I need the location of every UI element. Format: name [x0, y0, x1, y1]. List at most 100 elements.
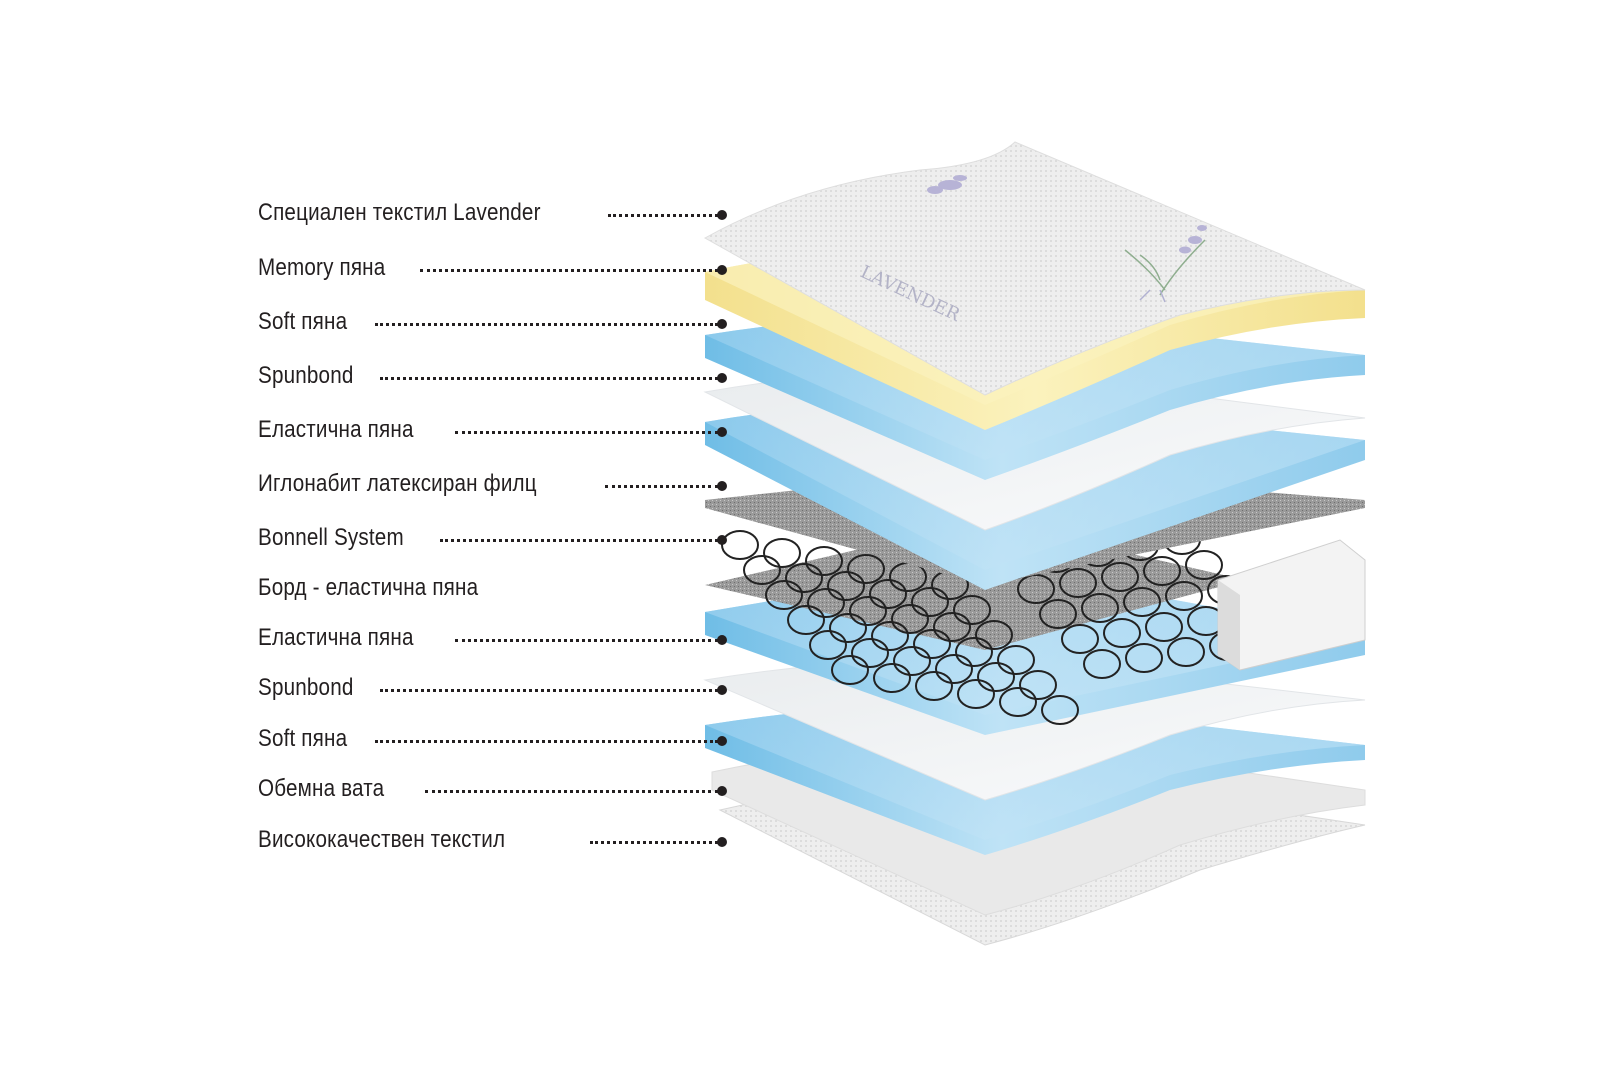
spring-coil [975, 620, 1013, 650]
layer-label-text: Soft пяна [258, 308, 348, 335]
spring-coil [957, 679, 995, 709]
leader-line [375, 323, 718, 326]
layer-label-elastic-foam: Еластична пяна [258, 415, 439, 445]
spring-coil [1019, 670, 1057, 700]
layer-label-lavender-textile: Специален текстил Lavender [258, 198, 587, 228]
leader-dot-icon [717, 210, 727, 220]
layer-label-text: Soft пяна [258, 725, 348, 752]
spring-coil [1101, 562, 1139, 592]
spring-coil [999, 687, 1037, 717]
spring-coil [869, 579, 907, 609]
spring-coil [911, 587, 949, 617]
spring-coil [1041, 695, 1079, 725]
spring-coil [935, 654, 973, 684]
layer-label-text: Висококачествен текстил [258, 826, 506, 853]
leader-line [375, 740, 718, 743]
spring-coil [1165, 581, 1203, 611]
layer-label-text: Иглонабит латексиран филц [258, 470, 537, 497]
spring-coil [1145, 612, 1183, 642]
leader-line [455, 639, 718, 642]
leader-dot-icon [717, 265, 727, 275]
layer-label-text: Spunbond [258, 674, 354, 701]
spring-coil [933, 612, 971, 642]
spring-coil [847, 554, 885, 584]
spring-coil [785, 563, 823, 593]
spring-coil [743, 555, 781, 585]
layer-label-text: Еластична пяна [258, 624, 414, 651]
layer-lavender-textile [703, 141, 1366, 396]
layer-label-volume-wadding: Обемна вата [258, 774, 405, 804]
layer-label-spunbond: Spunbond [258, 361, 369, 391]
spring-coil [893, 646, 931, 676]
leader-dot-icon [717, 685, 727, 695]
layer-label-soft-foam: Soft пяна [258, 307, 362, 337]
leader-dot-icon [717, 427, 727, 437]
spring-coil [721, 530, 759, 560]
spring-coil [1039, 599, 1077, 629]
spring-coil [1103, 618, 1141, 648]
leader-dot-icon [717, 373, 727, 383]
spring-coil [1185, 550, 1223, 580]
spring-coil [805, 546, 843, 576]
spring-coil [1125, 643, 1163, 673]
spring-coil [831, 655, 869, 685]
leader-line [420, 269, 718, 272]
leader-line [590, 841, 718, 844]
spring-coil [827, 571, 865, 601]
leader-line [380, 377, 718, 380]
leader-line [440, 539, 718, 542]
spring-coil [851, 638, 889, 668]
leader-dot-icon [717, 535, 727, 545]
spring-coil [849, 596, 887, 626]
layer-label-text: Обемна вата [258, 775, 385, 802]
leader-dot-icon [717, 319, 727, 329]
spring-coil [1061, 624, 1099, 654]
spring-coil [1123, 587, 1161, 617]
spring-coil [1017, 574, 1055, 604]
leader-line [608, 214, 718, 217]
spring-coil [809, 630, 847, 660]
spring-coil [1167, 637, 1205, 667]
layer-label-soft-foam: Soft пяна [258, 724, 362, 754]
layer-label-high-quality-textile: Висококачествен текстил [258, 825, 545, 855]
spring-coil [871, 621, 909, 651]
layer-label-text: Борд - еластична пяна [258, 574, 479, 601]
layer-label-text: Memory пяна [258, 254, 386, 281]
spring-coil [953, 595, 991, 625]
spring-coil [915, 671, 953, 701]
layer-label-spunbond: Spunbond [258, 673, 369, 703]
leader-line [605, 485, 718, 488]
layer-label-text: Spunbond [258, 362, 354, 389]
layer-label-text: Еластична пяна [258, 416, 414, 443]
leader-dot-icon [717, 736, 727, 746]
spring-coil [997, 645, 1035, 675]
leader-dot-icon [717, 635, 727, 645]
spring-coil [763, 538, 801, 568]
leader-line [455, 431, 718, 434]
spring-coil [913, 629, 951, 659]
spring-coil [1143, 556, 1181, 586]
spring-coil [873, 663, 911, 693]
spring-coil [977, 662, 1015, 692]
lavender-sprig-icon [1124, 239, 1206, 303]
spring-coil [891, 604, 929, 634]
layer-label-foam-border: Борд - еластична пяна [258, 573, 514, 603]
layer-label-needle-felt: Иглонабит латексиран филц [258, 469, 582, 499]
spring-coil [1083, 649, 1121, 679]
layer-label-text: Специален текстил Lavender [258, 199, 541, 226]
leader-dot-icon [717, 481, 727, 491]
leader-line [380, 689, 718, 692]
spring-coil [787, 605, 825, 635]
layer-label-bonnell-springs: Bonnell System [258, 523, 428, 553]
spring-coil [765, 580, 803, 610]
layer-label-memory-foam: Memory пяна [258, 253, 406, 283]
leader-line [425, 790, 718, 793]
spring-coil [829, 613, 867, 643]
leader-dot-icon [717, 837, 727, 847]
lavender-flowers-icon [927, 175, 1207, 254]
spring-coil [807, 588, 845, 618]
spring-coil [955, 637, 993, 667]
layer-label-elastic-foam: Еластична пяна [258, 623, 439, 653]
